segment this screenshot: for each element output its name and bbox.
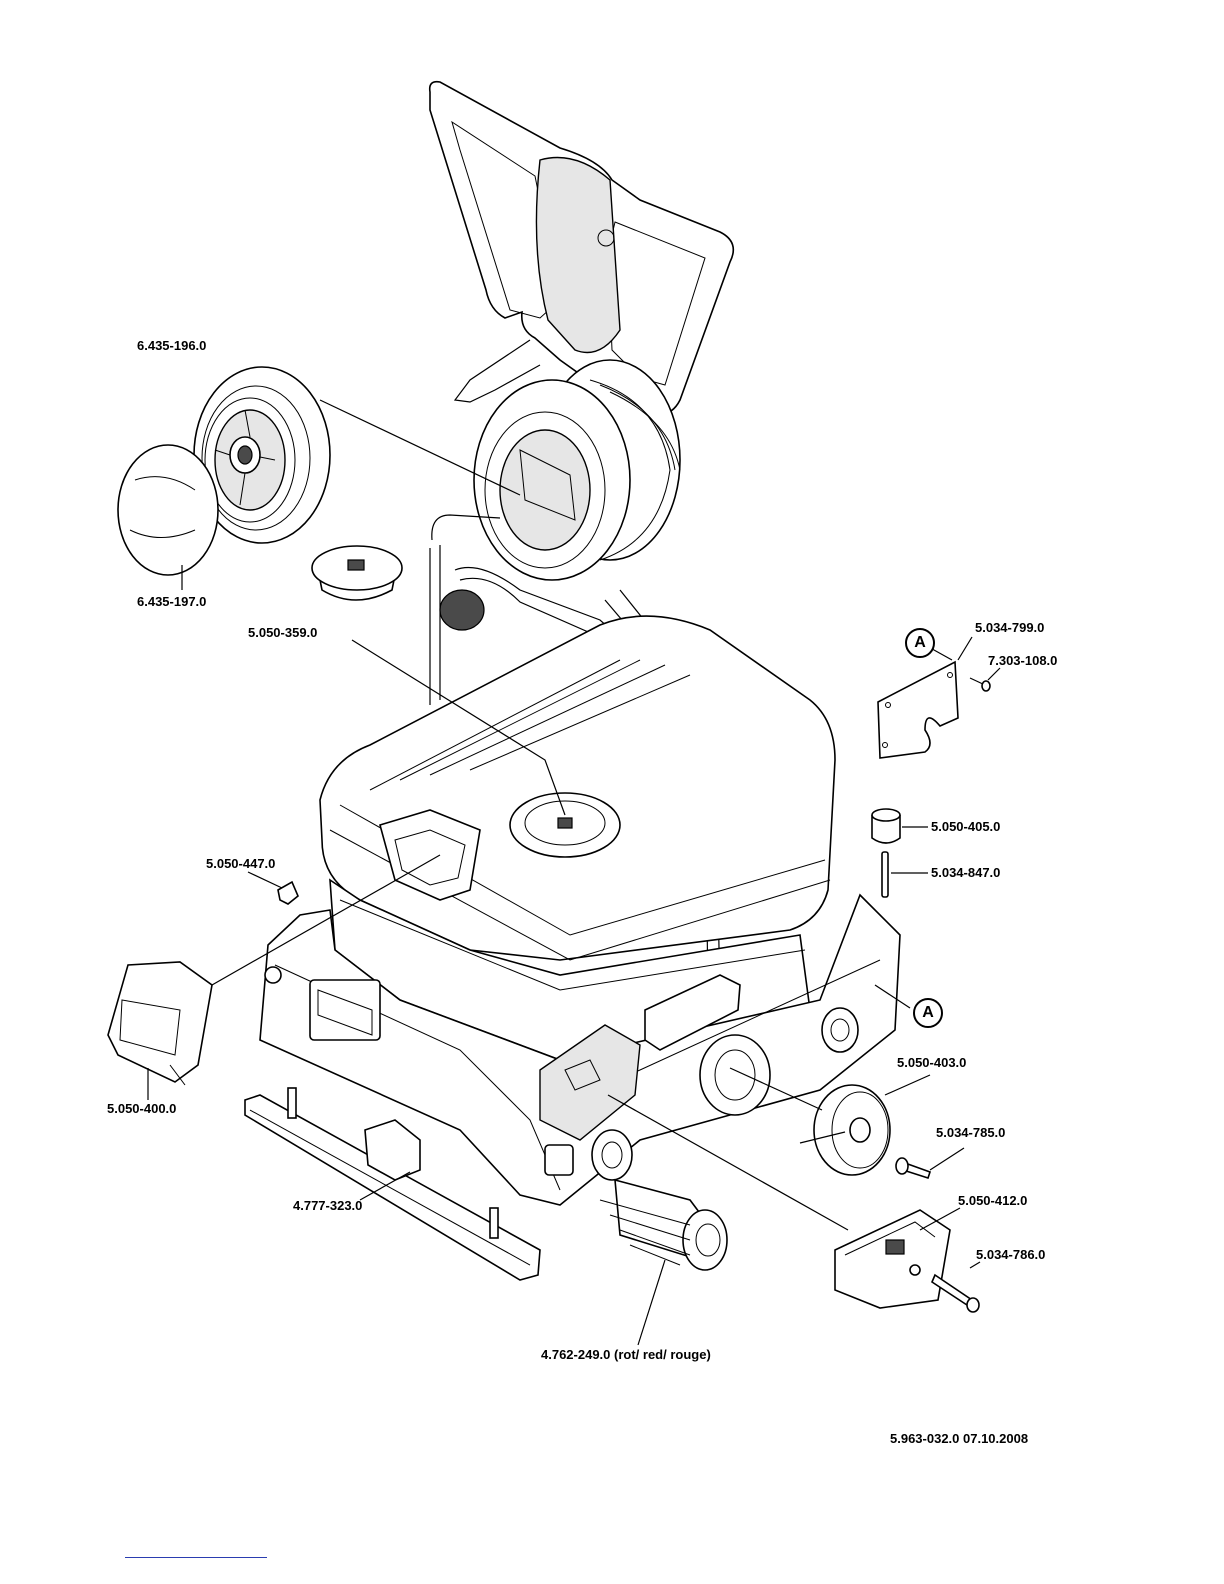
screw-7303-108: [970, 678, 990, 691]
label-4762-249: 4.762-249.0 (rot/ red/ rouge): [541, 1348, 711, 1361]
bolt-5034-785: [896, 1158, 930, 1178]
cover-5050-400: [108, 962, 212, 1085]
hubcap-6435-197: [118, 445, 218, 575]
label-6435-196: 6.435-196.0: [137, 339, 206, 352]
label-5050-412: 5.050-412.0: [958, 1194, 1027, 1207]
label-5034-785: 5.034-785.0: [936, 1126, 1005, 1139]
label-5034-847: 5.034-847.0: [931, 866, 1000, 879]
label-6435-197: 6.435-197.0: [137, 595, 206, 608]
mounted-wheel: [474, 360, 680, 580]
callout-a-top: A: [905, 628, 935, 658]
label-5034-786: 5.034-786.0: [976, 1248, 1045, 1261]
pin-5034-847: [882, 852, 888, 897]
footer-link-underline[interactable]: [125, 1557, 267, 1558]
label-5050-403: 5.050-403.0: [897, 1056, 966, 1069]
wheel-5050-403: [800, 1085, 890, 1175]
label-5050-359: 5.050-359.0: [248, 626, 317, 639]
cap-5050-359: [312, 546, 402, 600]
label-4777-323: 4.777-323.0: [293, 1199, 362, 1212]
clip-5050-447: [278, 882, 298, 904]
label-5050-447: 5.050-447.0: [206, 857, 275, 870]
label-5050-405: 5.050-405.0: [931, 820, 1000, 833]
label-5034-799: 5.034-799.0: [975, 621, 1044, 634]
plate-5034-799: [878, 662, 958, 758]
bumper-5050-405: [872, 809, 900, 843]
brush-roller-4762-249: [600, 1180, 727, 1270]
cover-5050-412: [835, 1210, 950, 1308]
callout-a-right: A: [913, 998, 943, 1028]
tank-body: [320, 616, 835, 1060]
label-7303-108: 7.303-108.0: [988, 654, 1057, 667]
label-5050-400: 5.050-400.0: [107, 1102, 176, 1115]
document-reference: 5.963-032.0 07.10.2008: [890, 1432, 1028, 1445]
